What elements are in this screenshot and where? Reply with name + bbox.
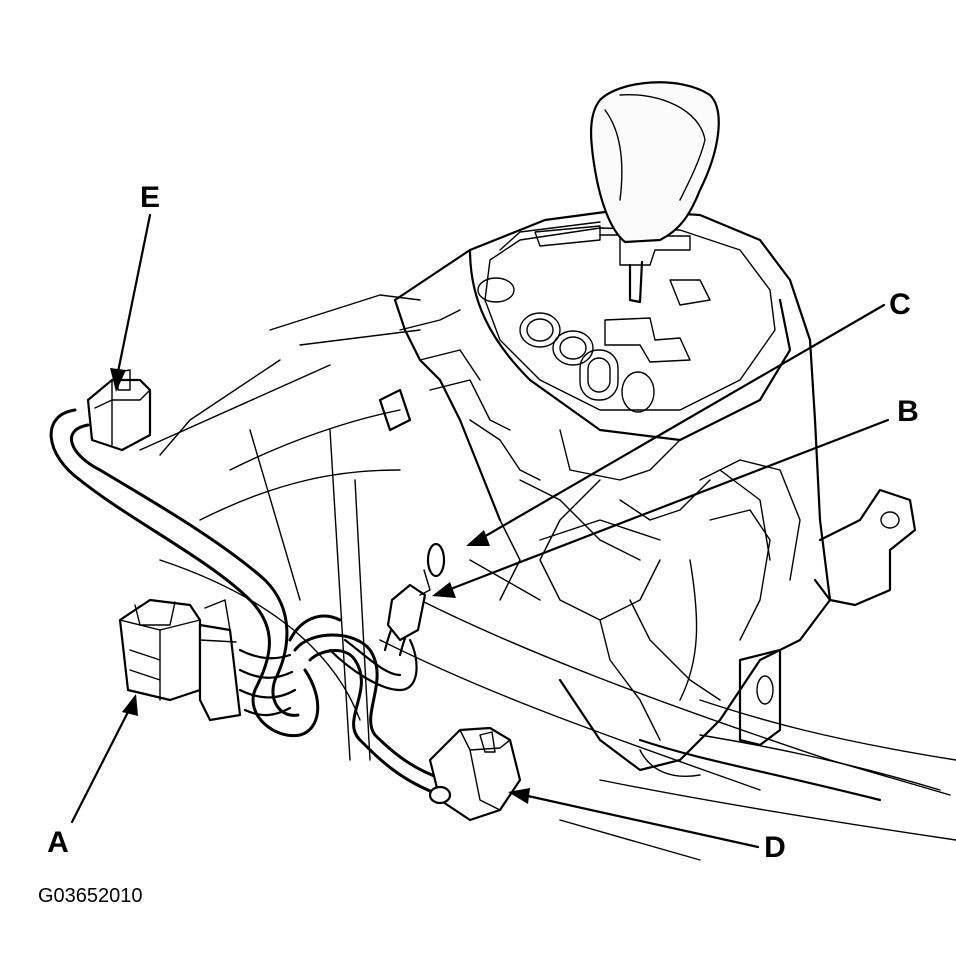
connector-e — [86, 369, 152, 452]
figure-code: G03652010 — [38, 885, 143, 907]
callout-d: D — [764, 831, 786, 864]
callout-e: E — [140, 181, 160, 214]
leader-lines — [70, 213, 890, 849]
part-b-socket — [386, 542, 446, 642]
shifter-base — [378, 208, 941, 802]
wire-harness — [49, 408, 447, 797]
console-outline — [139, 294, 956, 861]
connector-a — [118, 598, 242, 722]
connector-d — [428, 726, 522, 822]
callout-b: B — [897, 395, 919, 428]
shift-knob — [589, 81, 720, 244]
callout-c: C — [889, 288, 911, 321]
callout-a: A — [47, 826, 69, 859]
